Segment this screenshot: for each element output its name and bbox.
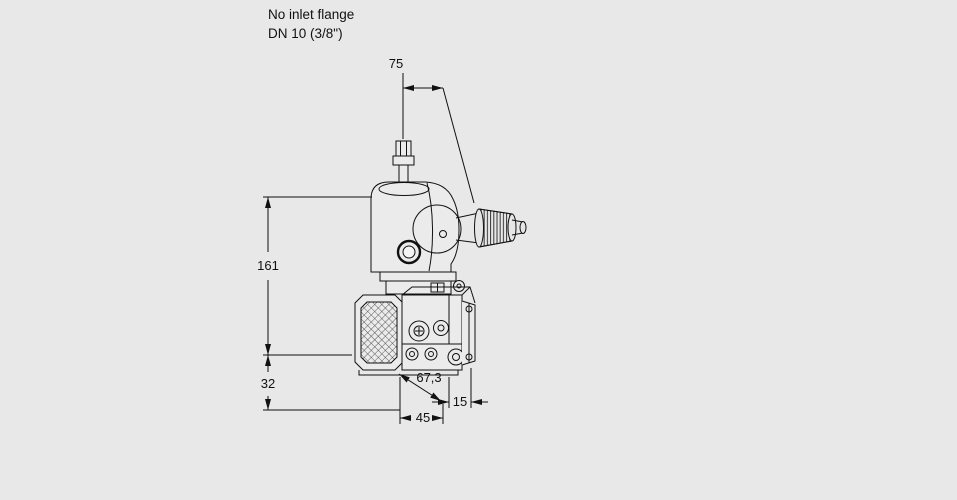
note-dn-size: DN 10 (3/8") [268, 26, 343, 41]
valve-assembly [354, 140, 527, 376]
coil-ring [396, 239, 422, 265]
inlet-flange [354, 294, 403, 371]
dimension-32 [263, 355, 400, 411]
solenoid-actuator [370, 181, 462, 273]
dim-label-45: 45 [416, 410, 430, 425]
coil-top-ellipse [378, 182, 430, 196]
dim-label-32: 32 [261, 376, 275, 391]
dim-label-75: 75 [389, 56, 403, 71]
valve-top-stem [392, 140, 415, 183]
dimension-67-3 [398, 373, 442, 402]
valve-body [358, 286, 476, 376]
mid-flange [379, 271, 465, 295]
header-notes: No inlet flange DN 10 (3/8") [268, 7, 354, 41]
dimension-45 [399, 377, 444, 424]
dimension-15 [432, 368, 488, 408]
dimension-161 [263, 196, 372, 356]
dimension-75 [402, 73, 475, 204]
dimension-annotations [263, 73, 488, 424]
dim-label-161: 161 [257, 258, 279, 273]
adjustment-knob [455, 208, 527, 248]
bottom-bolt [447, 348, 465, 366]
regulator-dome-circle [412, 204, 462, 254]
port-circle-medium [433, 320, 449, 336]
dimension-labels: 75 161 32 67,3 45 15 [257, 56, 467, 425]
side-tab-bolt [453, 280, 465, 292]
port-circle-large [408, 320, 430, 342]
mesh-screen [360, 301, 398, 364]
note-inlet-flange: No inlet flange [268, 7, 354, 22]
dim-label-67-3: 67,3 [416, 370, 441, 385]
dim-label-15: 15 [453, 394, 467, 409]
